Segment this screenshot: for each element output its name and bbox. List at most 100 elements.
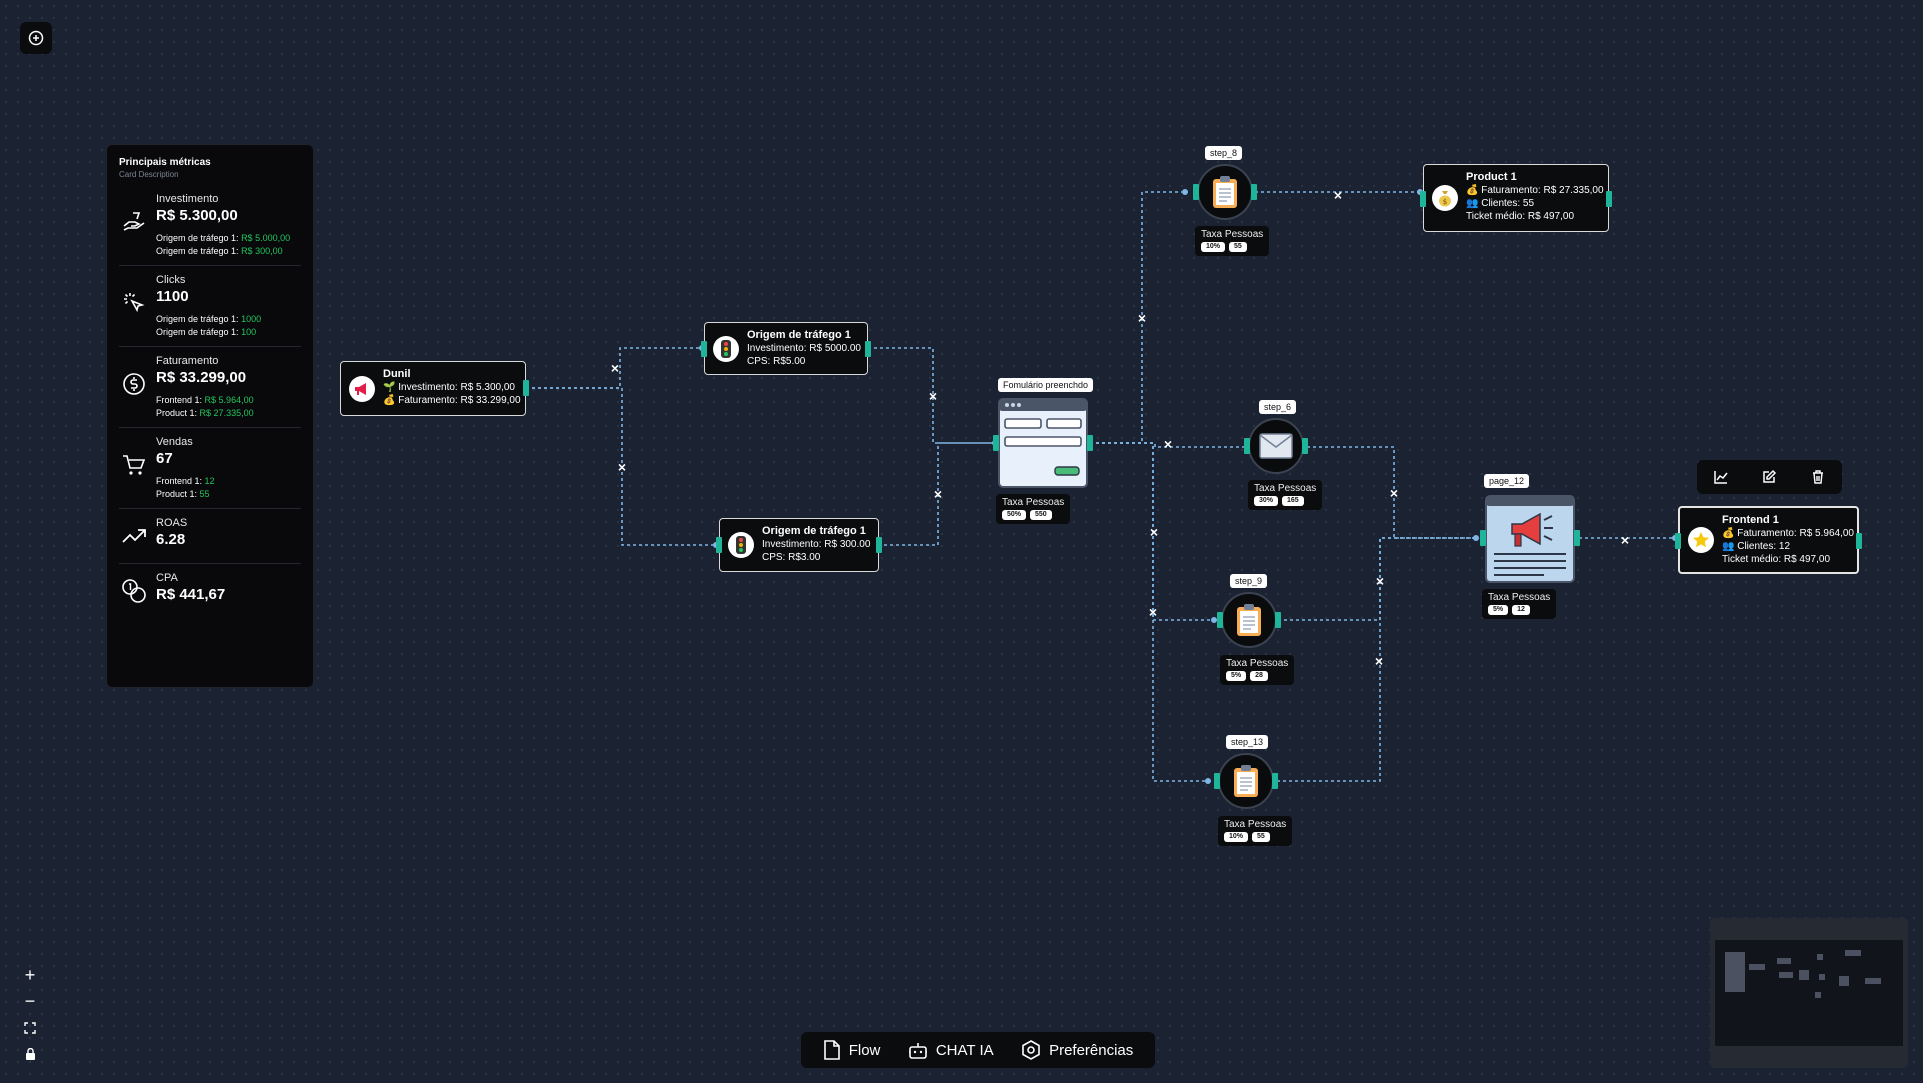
node-stats: Taxa Pessoas 50%550 bbox=[996, 494, 1071, 524]
node-title: Dunil bbox=[383, 368, 411, 380]
edge-step9-page12[interactable] bbox=[1278, 537, 1476, 621]
source-handle[interactable] bbox=[1606, 191, 1612, 207]
target-handle[interactable] bbox=[1420, 191, 1426, 207]
node-page-12[interactable] bbox=[1480, 494, 1580, 584]
edge-dunil-origem-a[interactable] bbox=[526, 347, 702, 389]
rate-pill: 10% bbox=[1201, 242, 1226, 252]
clipboard-icon bbox=[1213, 176, 1237, 208]
edge-delete-icon[interactable]: × bbox=[1620, 532, 1630, 548]
node-line: 👥 Clientes: 12 bbox=[1722, 541, 1791, 552]
metric-label: CPA bbox=[156, 572, 178, 584]
target-handle[interactable] bbox=[993, 435, 999, 451]
node-label: page_12 bbox=[1484, 474, 1530, 488]
source-handle[interactable] bbox=[1856, 533, 1862, 549]
target-handle[interactable] bbox=[1675, 533, 1681, 549]
edge-delete-icon[interactable]: × bbox=[1149, 524, 1159, 540]
node-toolbar bbox=[1697, 460, 1842, 494]
flow-tab[interactable]: Flow bbox=[823, 1040, 880, 1060]
edge-delete-icon[interactable]: × bbox=[1374, 653, 1384, 669]
source-handle[interactable] bbox=[1275, 612, 1281, 628]
node-product-1[interactable]: $ Product 1 💰 Faturamento: R$ 27.335,00 … bbox=[1420, 164, 1612, 232]
edge-origem-a-form[interactable] bbox=[868, 347, 995, 444]
target-handle[interactable] bbox=[1193, 184, 1199, 200]
edge-dunil-origem-b[interactable] bbox=[526, 387, 716, 546]
source-handle[interactable] bbox=[876, 537, 882, 553]
node-stats: Taxa Pessoas 30%165 bbox=[1248, 480, 1323, 510]
node-dunil[interactable]: Dunil 🌱 Investimento: R$ 5.300,00 💰 Fatu… bbox=[340, 361, 529, 416]
target-handle[interactable] bbox=[701, 341, 707, 357]
edge-delete-icon[interactable]: × bbox=[1389, 485, 1399, 501]
source-handle[interactable] bbox=[865, 341, 871, 357]
node-frontend-1[interactable]: Frontend 1 💰 Faturamento: R$ 5.964,00 👥 … bbox=[1675, 506, 1862, 574]
source-handle[interactable] bbox=[1087, 435, 1093, 451]
target-handle[interactable] bbox=[1480, 530, 1486, 546]
metric-value: 67 bbox=[156, 450, 173, 467]
edge-delete-icon[interactable]: × bbox=[933, 486, 943, 502]
metric-roas: ROAS 6.28 bbox=[119, 509, 301, 564]
node-line: Investimento: R$ 5000.00 bbox=[747, 343, 861, 354]
node-line: Ticket médio: R$ 497,00 bbox=[1466, 211, 1575, 222]
edge-form-step13[interactable] bbox=[1090, 442, 1208, 782]
edit-icon bbox=[1763, 469, 1777, 483]
chat-ia-tab[interactable]: CHAT IA bbox=[908, 1041, 994, 1059]
minimap[interactable] bbox=[1710, 918, 1908, 1068]
target-handle[interactable] bbox=[1214, 773, 1220, 789]
node-line: 💰 Faturamento: R$ 5.964,00 bbox=[1722, 528, 1854, 539]
edge-delete-icon[interactable]: × bbox=[610, 360, 620, 376]
svg-text:$: $ bbox=[1443, 198, 1447, 206]
node-step-9[interactable] bbox=[1217, 592, 1281, 648]
edge-delete-icon[interactable]: × bbox=[1137, 310, 1147, 326]
source-handle[interactable] bbox=[1302, 438, 1308, 454]
metric-sub: Product 1: R$ 27.335,00 bbox=[156, 408, 254, 418]
fit-view-button[interactable] bbox=[22, 1020, 38, 1036]
edge-step13-page12[interactable] bbox=[1277, 537, 1476, 782]
preferences-tab[interactable]: Preferências bbox=[1021, 1040, 1133, 1060]
edge-delete-icon[interactable]: × bbox=[1333, 187, 1343, 203]
people-pill: 165 bbox=[1282, 496, 1304, 506]
traffic-light-icon bbox=[728, 532, 754, 558]
edge-delete-icon[interactable]: × bbox=[1148, 604, 1158, 620]
node-origem-trafego-a[interactable]: Origem de tráfego 1 Investimento: R$ 500… bbox=[701, 322, 871, 375]
click-cursor-icon bbox=[124, 293, 145, 313]
node-step-8[interactable] bbox=[1193, 164, 1257, 220]
source-handle[interactable] bbox=[1272, 773, 1278, 789]
clipboard-icon bbox=[1234, 765, 1258, 797]
source-handle[interactable] bbox=[1251, 184, 1257, 200]
zoom-in-button[interactable]: + bbox=[24, 965, 36, 985]
node-step-13[interactable] bbox=[1214, 753, 1278, 809]
metrics-title: Principais métricas bbox=[119, 157, 211, 168]
lock-button[interactable] bbox=[22, 1046, 38, 1062]
node-line: Investimento: R$ 300.00 bbox=[762, 539, 871, 550]
edge-origem-b-form[interactable] bbox=[878, 442, 995, 546]
source-handle[interactable] bbox=[1574, 530, 1580, 546]
add-node-button[interactable] bbox=[20, 22, 52, 54]
target-handle[interactable] bbox=[1244, 438, 1250, 454]
node-form[interactable] bbox=[993, 397, 1093, 489]
edge-delete-icon[interactable]: × bbox=[1163, 436, 1173, 452]
chart-button[interactable] bbox=[1706, 464, 1736, 490]
metrics-description: Card Description bbox=[119, 170, 179, 179]
source-handle[interactable] bbox=[523, 380, 529, 396]
rate-pill: 10% bbox=[1224, 832, 1249, 842]
metric-sub: Origem de tráfego 1: 1000 bbox=[156, 314, 262, 324]
bot-icon bbox=[908, 1043, 927, 1059]
node-title: Product 1 bbox=[1466, 171, 1517, 183]
preferences-tab-label: Preferências bbox=[1049, 1041, 1134, 1059]
edge-delete-icon[interactable]: × bbox=[928, 388, 938, 404]
delete-button[interactable] bbox=[1803, 464, 1833, 490]
target-handle[interactable] bbox=[716, 537, 722, 553]
metric-label: ROAS bbox=[156, 517, 188, 529]
node-step-6[interactable] bbox=[1244, 418, 1308, 474]
node-origem-trafego-b[interactable]: Origem de tráfego 1 Investimento: R$ 300… bbox=[716, 518, 882, 572]
metrics-card: Principais métricas Card Description Inv… bbox=[106, 144, 314, 688]
zoom-out-button[interactable]: − bbox=[24, 991, 36, 1011]
target-handle[interactable] bbox=[1217, 612, 1223, 628]
edge-step6-page12[interactable] bbox=[1307, 446, 1476, 539]
node-label: step_13 bbox=[1226, 735, 1269, 749]
metric-investimento: Investimento R$ 5.300,00 Origem de tráfe… bbox=[119, 185, 301, 266]
edit-button[interactable] bbox=[1754, 464, 1784, 490]
rate-pill: 5% bbox=[1488, 605, 1509, 615]
node-label: step_9 bbox=[1230, 574, 1268, 588]
edge-delete-icon[interactable]: × bbox=[617, 459, 627, 475]
edge-delete-icon[interactable]: × bbox=[1375, 573, 1385, 589]
